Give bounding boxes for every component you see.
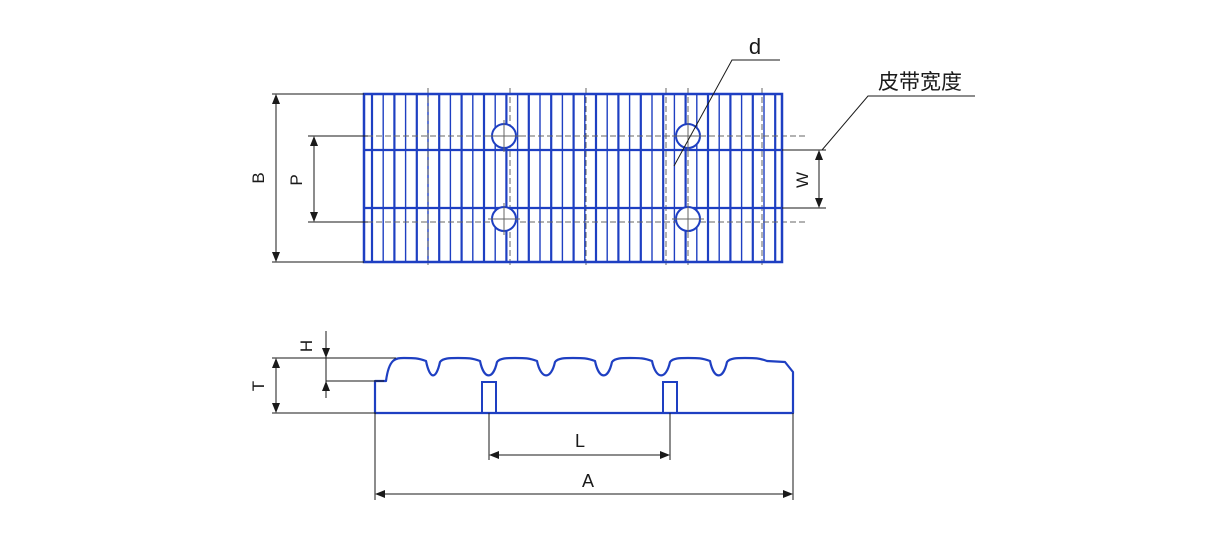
dimension-L-label: L	[575, 431, 585, 451]
dimension-A-label: A	[582, 471, 594, 491]
dimension-A: A	[374, 413, 794, 500]
dimension-W-label: W	[793, 172, 812, 188]
dimension-H-label: H	[297, 340, 316, 352]
side-view	[373, 356, 795, 415]
leader-d-label: d	[749, 34, 761, 59]
top-view-center-lines	[340, 88, 806, 268]
dimension-P-label: P	[287, 174, 306, 185]
top-view	[340, 88, 806, 268]
dimension-L: L	[488, 413, 671, 460]
leader-d: d	[673, 34, 780, 167]
dimension-B-label: B	[249, 172, 268, 183]
dimension-B: B	[249, 93, 364, 263]
side-view-holes	[481, 381, 678, 414]
dimension-H: H	[297, 331, 396, 398]
belt-outline	[362, 92, 784, 264]
leader-belt-width: 皮带宽度	[821, 71, 975, 151]
dimension-T: T	[249, 357, 376, 414]
dimension-W: W	[782, 149, 826, 209]
dimension-P: P	[287, 135, 368, 223]
top-view-tooth-lines	[370, 94, 777, 262]
dimension-T-label: T	[249, 381, 268, 391]
belt-width-label: 皮带宽度	[878, 71, 962, 94]
side-view-profile	[373, 356, 795, 415]
